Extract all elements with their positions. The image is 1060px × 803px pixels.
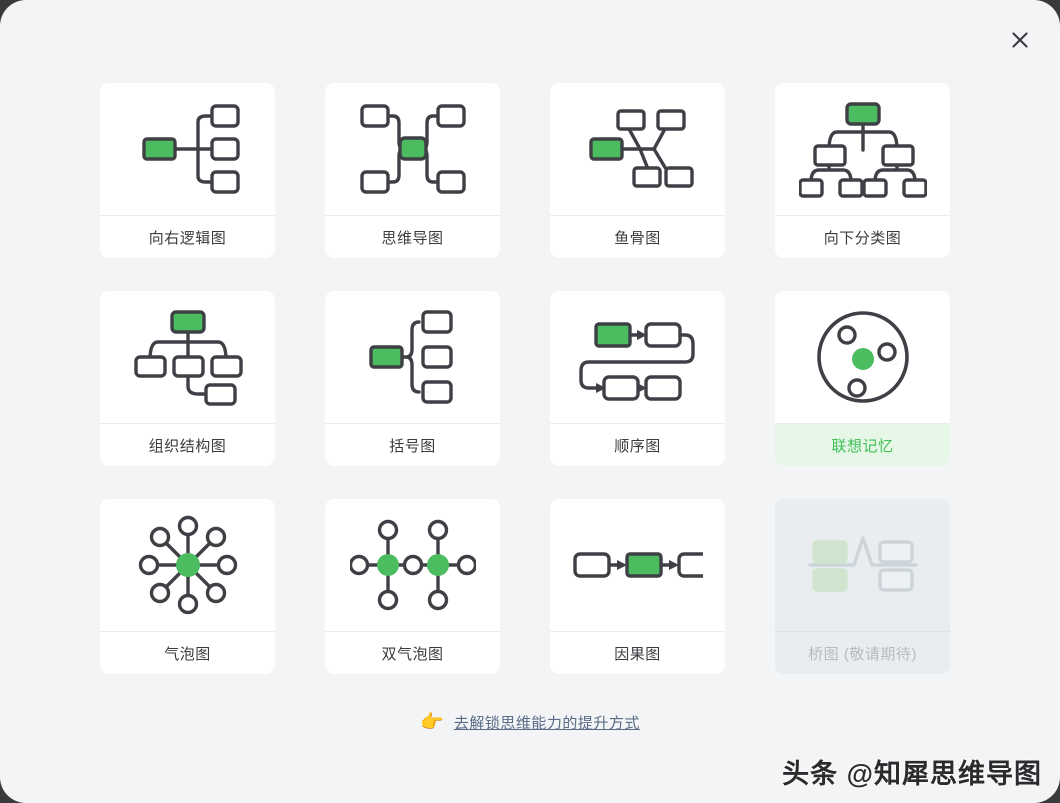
card-right-logic-diagram[interactable]: 向右逻辑图 [100, 83, 275, 258]
org-chart-icon [100, 291, 275, 424]
card-bubble-chart[interactable]: 气泡图 [100, 499, 275, 674]
sequence-diagram-icon [550, 291, 725, 424]
bridge-diagram-icon [775, 499, 950, 632]
association-memory-icon [775, 291, 950, 424]
diagram-type-grid: 向右逻辑图 思维导图 [100, 83, 950, 674]
card-label: 括号图 [389, 437, 436, 455]
card-sequence-diagram[interactable]: 顺序图 [550, 291, 725, 466]
card-label: 思维导图 [381, 229, 444, 247]
card-label: 因果图 [614, 645, 661, 663]
double-bubble-chart-icon [325, 499, 500, 632]
card-association-memory[interactable]: 联想记忆 [775, 291, 950, 466]
card-label: 向下分类图 [823, 229, 902, 247]
card-label: 双气泡图 [381, 645, 444, 663]
right-logic-diagram-icon [100, 83, 275, 216]
card-bridge-diagram: 桥图 (敬请期待) [775, 499, 950, 674]
watermark-text: 头条 @知犀思维导图 [782, 759, 1042, 789]
card-downward-tree[interactable]: 向下分类图 [775, 83, 950, 258]
card-label: 向右逻辑图 [148, 229, 227, 247]
fishbone-diagram-icon [550, 83, 725, 216]
card-label: 顺序图 [614, 437, 661, 455]
unlock-link-text[interactable]: 去解锁思维能力的提升方式 [453, 715, 640, 732]
bracket-diagram-icon [325, 291, 500, 424]
card-label: 组织结构图 [148, 437, 227, 455]
mind-map-icon [325, 83, 500, 216]
card-label: 气泡图 [164, 645, 211, 663]
card-fishbone-diagram[interactable]: 鱼骨图 [550, 83, 725, 258]
pointing-hand-icon: 👉 [420, 712, 444, 733]
card-label: 联想记忆 [775, 424, 950, 466]
card-cause-effect-diagram[interactable]: 因果图 [550, 499, 725, 674]
close-icon[interactable] [1002, 22, 1038, 58]
card-double-bubble-chart[interactable]: 双气泡图 [325, 499, 500, 674]
card-label: 鱼骨图 [614, 229, 661, 247]
card-mind-map[interactable]: 思维导图 [325, 83, 500, 258]
bubble-chart-icon [100, 499, 275, 632]
card-bracket-diagram[interactable]: 括号图 [325, 291, 500, 466]
unlock-link-row[interactable]: 👉 去解锁思维能力的提升方式 [0, 712, 1060, 733]
card-label: 桥图 (敬请期待) [808, 645, 917, 663]
cause-effect-diagram-icon [550, 499, 725, 632]
downward-tree-icon [775, 83, 950, 216]
card-org-chart[interactable]: 组织结构图 [100, 291, 275, 466]
